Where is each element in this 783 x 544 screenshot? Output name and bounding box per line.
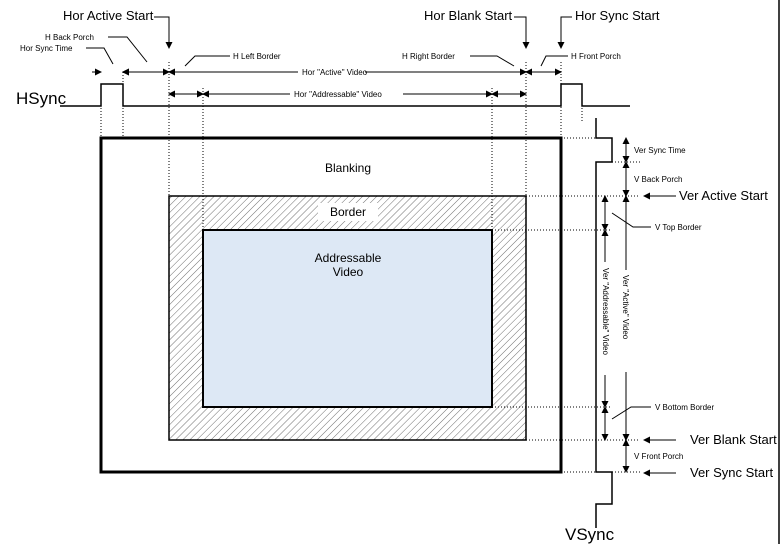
addressable-video-label-line1: Addressable	[315, 251, 382, 265]
hor-sync-start-label: Hor Sync Start	[575, 8, 660, 23]
blanking-label: Blanking	[325, 161, 371, 175]
ver-addressable-video-label: Ver "Addressable" Video	[601, 268, 610, 355]
addressable-video-region	[202, 229, 493, 408]
hor-active-video-label: Hor "Active" Video	[302, 68, 368, 77]
v-bottom-border-label: V Bottom Border	[655, 403, 714, 412]
ver-sync-start-label: Ver Sync Start	[690, 465, 773, 480]
border-label-bg	[318, 203, 378, 221]
right-leaders	[611, 192, 676, 477]
v-back-porch-label: V Back Porch	[634, 175, 682, 184]
hor-sync-time-label: Hor Sync Time	[20, 44, 73, 53]
hor-active-start-label: Hor Active Start	[63, 8, 154, 23]
hsync-waveform	[60, 83, 630, 107]
h-back-porch-label: H Back Porch	[45, 33, 94, 42]
h-front-porch-label: H Front Porch	[571, 52, 621, 61]
v-top-border-label: V Top Border	[655, 223, 702, 232]
ver-active-video-label: Ver "Active" Video	[621, 275, 630, 340]
addressable-video-label-line2: Video	[333, 265, 364, 279]
h-right-border-label: H Right Border	[402, 52, 455, 61]
hsync-label: HSync	[16, 89, 67, 108]
top-leaders	[86, 16, 572, 67]
border-label: Border	[330, 205, 366, 219]
h-left-border-label: H Left Border	[233, 52, 281, 61]
hor-blank-start-label: Hor Blank Start	[424, 8, 513, 23]
hor-addressable-video-label: Hor "Addressable" Video	[294, 90, 382, 99]
vsync-label: VSync	[565, 525, 615, 544]
vsync-waveform	[595, 118, 613, 528]
v-front-porch-label: V Front Porch	[634, 452, 683, 461]
horizontal-guides	[492, 137, 640, 473]
ver-blank-start-label: Ver Blank Start	[690, 432, 777, 447]
ver-active-start-label: Ver Active Start	[679, 188, 768, 203]
ver-sync-time-label: Ver Sync Time	[634, 146, 686, 155]
